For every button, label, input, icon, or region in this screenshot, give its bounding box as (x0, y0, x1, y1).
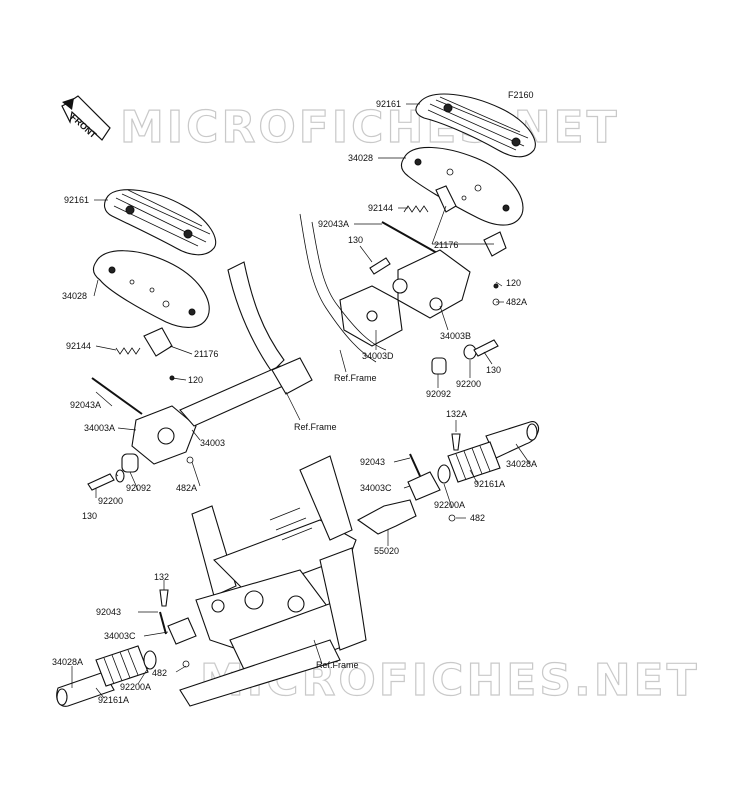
label-92161-left: 92161 (64, 195, 89, 205)
label-21176-left: 21176 (194, 349, 218, 359)
label-482A-left: 482A (176, 483, 197, 493)
label-482A-top: 482A (506, 297, 527, 307)
part-labels: 92161 34028 92144 92043A 130 21176 120 4… (52, 99, 537, 705)
label-132: 132 (154, 572, 169, 582)
label-92161A-right: 92161A (474, 479, 505, 489)
label-34003D: 34003D (362, 351, 394, 361)
front-arrow-icon: FRONT (61, 95, 111, 141)
label-92043-right: 92043 (360, 457, 385, 467)
label-34003: 34003 (200, 438, 225, 448)
leader-lines (71, 103, 531, 699)
label-34003C-right: 34003C (360, 483, 392, 493)
label-92200-mid: 92200 (456, 379, 481, 389)
label-130-mid: 130 (486, 365, 501, 375)
label-92092-left: 92092 (126, 483, 151, 493)
label-55020: 55020 (374, 546, 399, 556)
label-ref-frame-bottom: Ref.Frame (316, 660, 359, 670)
label-34028A-right: 34028A (506, 459, 537, 469)
label-92043A-top: 92043A (318, 219, 349, 229)
label-92043-bottom: 92043 (96, 607, 121, 617)
label-ref-frame-top: Ref.Frame (334, 373, 377, 383)
label-34003C-bottom: 34003C (104, 631, 136, 641)
label-132A: 132A (446, 409, 467, 419)
label-34028-left: 34028 (62, 291, 87, 301)
footboard-left (87, 189, 217, 491)
label-ref-frame-left: Ref.Frame (294, 422, 337, 432)
label-482-bottom: 482 (152, 668, 167, 678)
label-92161A-bottom: 92161A (98, 695, 129, 705)
footboard-right-top (339, 93, 536, 375)
label-34028-top: 34028 (348, 153, 373, 163)
label-34003B: 34003B (440, 331, 471, 341)
label-92200-left: 92200 (98, 496, 123, 506)
main-frame (179, 455, 367, 707)
label-92200A-bottom: 92200A (120, 682, 151, 692)
label-34028A-bottom: 34028A (52, 657, 83, 667)
label-21176-top: 21176 (434, 240, 458, 250)
label-92200A-right: 92200A (434, 500, 465, 510)
watermark-top: MICROFICHES.NET (120, 102, 620, 153)
peg-right (356, 421, 540, 535)
figure-code: F2160 (508, 90, 534, 100)
label-120-top: 120 (506, 278, 521, 288)
label-130-top: 130 (348, 235, 363, 245)
label-34003A: 34003A (84, 423, 115, 433)
peg-left (56, 589, 197, 707)
label-130-left: 130 (82, 511, 97, 521)
label-92043A-left: 92043A (70, 400, 101, 410)
label-120-left: 120 (188, 375, 203, 385)
label-482-right: 482 (470, 513, 485, 523)
label-92144-left: 92144 (66, 341, 91, 351)
label-92092-mid: 92092 (426, 389, 451, 399)
label-92144-top: 92144 (368, 203, 393, 213)
label-92161-top: 92161 (376, 99, 401, 109)
